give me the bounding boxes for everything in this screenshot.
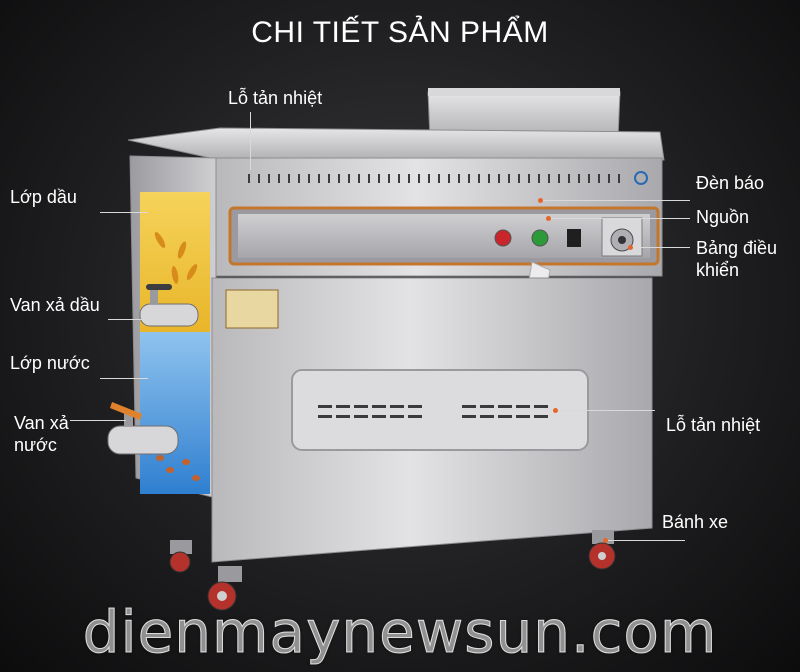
leader-power	[548, 218, 690, 219]
leader-water-layer	[100, 378, 148, 379]
label-oil-drain-valve: Van xả dầu	[10, 295, 100, 315]
marker-indicator	[538, 198, 543, 203]
marker-vent-front	[553, 408, 558, 413]
marker-control-panel	[628, 245, 633, 250]
marker-wheel	[603, 538, 608, 543]
leader-water-drain	[70, 420, 126, 421]
leader-indicator	[540, 200, 690, 201]
label-indicator: Đèn báo	[696, 173, 765, 193]
label-control-panel-line2: khiển	[696, 260, 740, 280]
leader-wheel	[605, 540, 685, 541]
leader-vent-top	[250, 112, 251, 170]
label-oil-layer: Lớp dầu	[10, 187, 77, 207]
label-wheel: Bánh xe	[662, 512, 729, 532]
leader-vent-front	[555, 410, 655, 411]
site-watermark: dienmaynewsun.com	[82, 598, 718, 667]
leader-oil-drain	[108, 319, 148, 320]
label-vent-front: Lỗ tản nhiệt	[666, 415, 761, 435]
leader-oil-layer	[100, 212, 148, 213]
label-water-drain-line2: nước	[14, 435, 57, 455]
marker-power	[546, 216, 551, 221]
label-water-drain-line1: Van xả	[14, 413, 69, 433]
page-title: CHI TIẾT SẢN PHẨM	[251, 16, 549, 49]
label-control-panel-line1: Bảng điều	[696, 238, 778, 258]
leader-control-panel	[630, 247, 690, 248]
label-vent-top: Lỗ tản nhiệt	[228, 88, 323, 108]
label-water-layer: Lớp nước	[10, 353, 90, 373]
label-power: Nguồn	[696, 207, 750, 227]
